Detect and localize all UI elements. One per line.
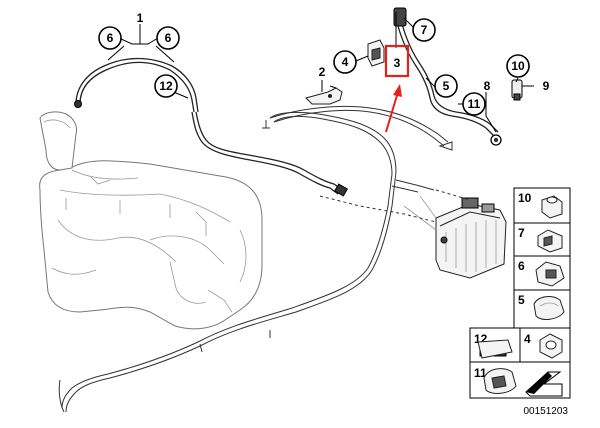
callout-12: 12 (159, 79, 173, 93)
callout-6b: 6 (165, 31, 172, 45)
legend-part-5-clip (533, 296, 565, 320)
legend-part-6-clip (535, 261, 565, 287)
legend-part-11-clip (483, 368, 517, 394)
legend-part-4-nut (539, 333, 563, 359)
callout-10-circle (506, 54, 530, 78)
legend-label-11: 11 (474, 366, 487, 380)
catalog-number: 00151203 (524, 406, 569, 417)
callouts: 1 6 6 12 2 4 3 7 5 8 11 10 9 (98, 11, 550, 116)
legend-arrow-icon (525, 371, 563, 397)
callout-7: 7 (421, 23, 428, 37)
callout-11: 11 (468, 97, 481, 111)
highlight-arrowhead (393, 84, 402, 97)
callout-6b-circle (156, 26, 180, 50)
callout-4: 4 (342, 55, 349, 69)
callout-11-circle (462, 92, 486, 116)
callout-8: 8 (484, 79, 491, 93)
legend-label-7: 7 (518, 226, 525, 240)
hose-12 (191, 111, 349, 197)
hose-5-11 (393, 7, 502, 146)
canister-assembly (319, 189, 507, 279)
parts-legend: 10 7 6 5 12 4 (469, 187, 571, 399)
legend-label-5: 5 (518, 293, 525, 307)
hose-1 (74, 57, 199, 113)
callout-9: 9 (543, 79, 550, 93)
highlight-arrow (385, 91, 399, 133)
leader-lines (107, 12, 534, 133)
legend-label-10: 10 (518, 191, 532, 205)
pipe-upper-right (269, 105, 453, 151)
callout-1: 1 (137, 11, 144, 25)
part-2-bracket (305, 85, 343, 105)
legend-label-6: 6 (518, 259, 525, 273)
callout-6a-circle (98, 26, 122, 50)
highlight-part-3 (384, 44, 410, 133)
callout-5: 5 (443, 79, 450, 93)
pipe-lower (58, 111, 435, 413)
callout-12-circle (154, 74, 178, 98)
callout-6a: 6 (107, 31, 114, 45)
callout-4-circle (333, 50, 357, 74)
callout-3: 3 (394, 56, 401, 70)
legend-part-10-nut (541, 195, 563, 219)
callout-2: 2 (319, 65, 326, 79)
legend-label-4: 4 (524, 332, 531, 346)
highlight-box (384, 44, 410, 78)
callout-7-circle (412, 18, 436, 42)
callout-5-circle (434, 74, 458, 98)
legend-part-7-clip (537, 229, 563, 253)
part-4-clip (367, 39, 385, 67)
legend-part-12-clip (477, 339, 513, 359)
fuel-tank (39, 111, 263, 330)
part-9-10-valve (511, 79, 523, 101)
callout-10: 10 (511, 59, 525, 73)
